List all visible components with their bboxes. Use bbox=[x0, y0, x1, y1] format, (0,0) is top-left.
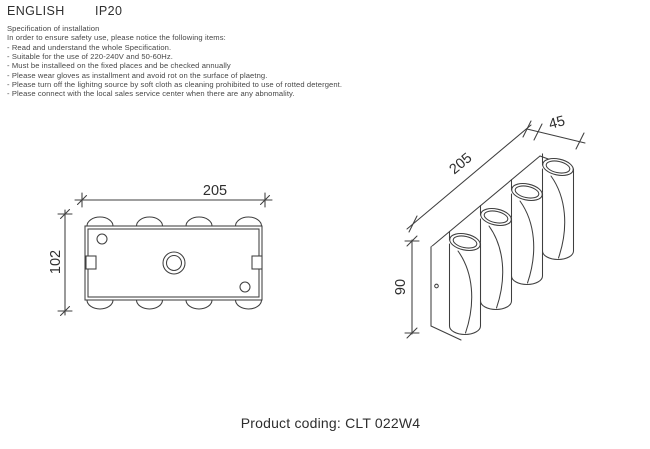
language-label: ENGLISH bbox=[7, 4, 65, 18]
tube-1 bbox=[448, 233, 482, 335]
front-dimension-lines bbox=[57, 192, 273, 317]
spec-intro: In order to ensure safety use, please no… bbox=[7, 33, 226, 43]
tube-4 bbox=[541, 158, 575, 260]
spec-item: - Must be installeed on the fixed places… bbox=[7, 61, 231, 71]
tube-2 bbox=[479, 208, 513, 310]
cable-hole-inner bbox=[165, 254, 183, 272]
spec-item: - Please connect with the local sales se… bbox=[7, 89, 295, 99]
front-height-dim-label: 102 bbox=[48, 249, 64, 275]
persp-height-dim-label: 90 bbox=[393, 278, 409, 296]
spec-title: Specification of installation bbox=[7, 24, 100, 33]
perspective-view-drawing bbox=[404, 120, 586, 341]
persp-dimension-lines bbox=[404, 120, 586, 339]
tube-3 bbox=[510, 183, 544, 285]
spec-item: - Read and understand the whole Specific… bbox=[7, 42, 172, 52]
ip-rating-label: IP20 bbox=[95, 4, 123, 18]
front-width-dim-label: 205 bbox=[202, 183, 228, 199]
product-coding-label: Product coding: CLT 022W4 bbox=[240, 415, 421, 431]
front-view-drawing bbox=[57, 192, 273, 317]
front-body-outline bbox=[84, 216, 263, 310]
front-side-notches bbox=[85, 255, 263, 270]
specification-block: Specification of installation In order t… bbox=[7, 24, 342, 99]
cable-hole-outer bbox=[162, 251, 186, 275]
mount-hole-top-left bbox=[96, 233, 108, 245]
screw-hole bbox=[434, 283, 439, 289]
spec-item: - Please turn off the lighitng source by… bbox=[7, 80, 343, 90]
mount-hole-bottom-right bbox=[239, 281, 251, 293]
spec-item: - Please wear gloves as installment and … bbox=[7, 70, 268, 80]
persp-body bbox=[430, 153, 575, 341]
spec-item: - Suitable for the use of 220-240V and 5… bbox=[7, 52, 173, 62]
